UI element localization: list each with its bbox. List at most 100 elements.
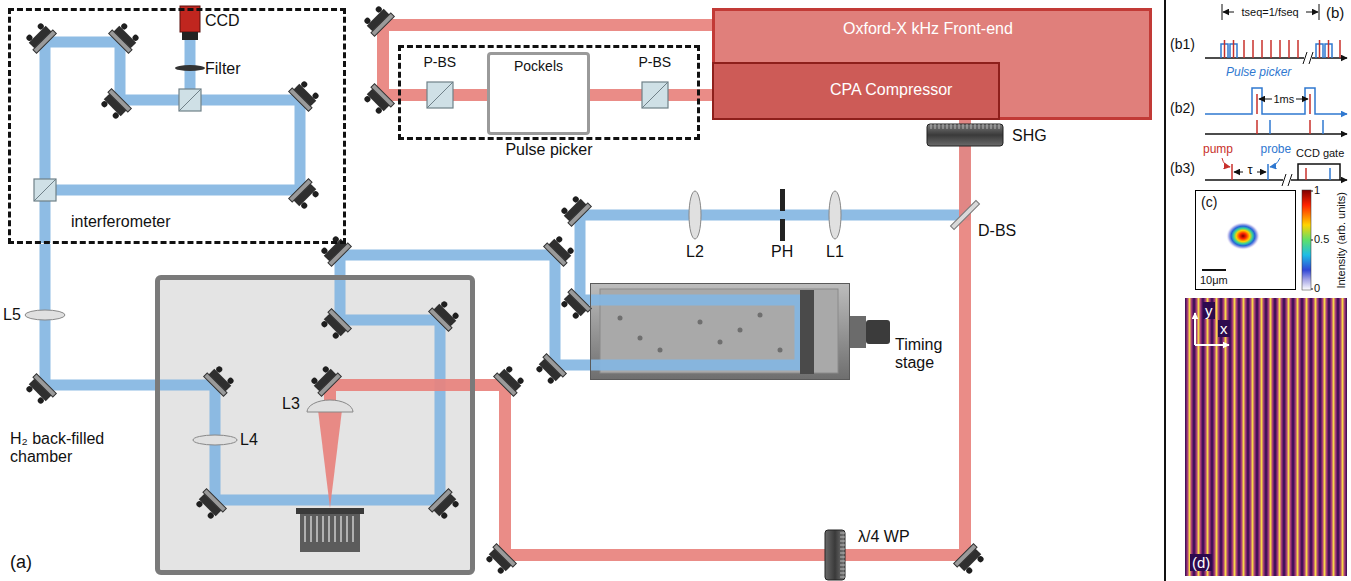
mirror-mount [544, 233, 577, 266]
mirror-mount [429, 489, 462, 522]
mirror-mount [23, 20, 56, 53]
bracket-bar [1319, 4, 1320, 20]
beamsplitter-label: D-BS [978, 222, 1016, 240]
mount-tick [840, 545, 845, 546]
mirror-knob [37, 396, 45, 404]
mirror-mount [23, 374, 56, 407]
mirror-mount [193, 489, 226, 522]
interval-arrow [1296, 99, 1308, 100]
mirror-knob [112, 111, 120, 119]
mirror-mount [954, 544, 987, 577]
pinhole [780, 189, 785, 211]
ccd-gate [1298, 164, 1340, 180]
node-label: interferometer [71, 213, 171, 231]
node-label: (d) [1190, 554, 1212, 571]
mirror-knob [516, 377, 524, 385]
mirror-knob [37, 22, 45, 30]
pinhole-label: PH [771, 243, 793, 261]
mount-tick [840, 537, 845, 538]
beamsplitter-cube [642, 82, 668, 108]
nozzle-tooth [334, 516, 336, 542]
laser-beam [475, 120, 965, 555]
stage-hole [758, 313, 763, 318]
nozzle-tooth [340, 516, 342, 542]
shg-crystal-mount [927, 124, 1003, 146]
interval-arrow [1259, 99, 1272, 100]
beamsplitter-diagonal [34, 179, 56, 201]
mirror-knob [100, 100, 108, 108]
delay-arrow [1234, 172, 1243, 173]
node-label: (c) [1201, 194, 1217, 210]
mirror-surface [543, 354, 566, 377]
pump-pulse [1309, 120, 1311, 134]
mirror-mount [558, 289, 591, 322]
beamsplitter-label: P-BS [639, 54, 672, 70]
mirror-knob [25, 34, 33, 42]
lens-label: L3 [282, 395, 300, 413]
probe-beam [590, 300, 800, 365]
mirror-knob [131, 34, 139, 42]
mount-tick [967, 124, 968, 129]
nozzle-tooth [322, 516, 324, 542]
beamsplitter-cube [179, 89, 201, 111]
mirror-mount [361, 3, 394, 36]
mirror-knob [300, 201, 308, 209]
mirror-mount [109, 20, 142, 53]
axis-arrow [1194, 313, 1196, 345]
probe-pulse [1267, 164, 1269, 180]
colorbar-tick-mark [1311, 289, 1313, 290]
delay-label: τ [1248, 163, 1253, 178]
mirror-knob [440, 511, 448, 519]
scale-bar [1202, 269, 1226, 271]
mirror-knob [497, 566, 505, 574]
node-label: H₂ back-filled chamber [10, 430, 150, 467]
mount-tick [840, 561, 845, 562]
node-label: Oxford-X kHz Front-end [843, 20, 1013, 38]
mirror-knob [310, 377, 318, 385]
mirror-knob [215, 365, 223, 373]
colorbar-tick: 1 [1314, 184, 1320, 197]
mirror-mount [318, 233, 351, 266]
mirror-knob [120, 22, 128, 30]
mirror-knob [485, 555, 493, 563]
stage-knob [866, 320, 890, 344]
time-axis [1340, 113, 1347, 115]
lens [307, 400, 353, 412]
mount-tick [983, 124, 984, 129]
beamsplitter-label: P-BS [424, 54, 457, 70]
pointer-arrow [1270, 158, 1280, 167]
pointer-arrow [1222, 158, 1230, 167]
mount-tick [995, 124, 996, 129]
laser-pulse [1252, 40, 1254, 58]
lens [193, 435, 237, 445]
laser-pulse [1309, 94, 1311, 114]
mount-tick [991, 124, 992, 129]
axis-break [1303, 52, 1307, 64]
mirror-surface [371, 13, 394, 36]
mirror-knob [363, 95, 371, 103]
mirror-surface [289, 88, 312, 111]
stage-hole [778, 348, 783, 353]
mirror-mount [289, 179, 322, 212]
nozzle-tooth [346, 516, 348, 542]
pockels-cell: Pockels [487, 52, 590, 135]
stage-hole [718, 340, 723, 345]
mount-tick [840, 549, 845, 550]
panel-letter: (b1) [1170, 36, 1195, 52]
axis-break [1309, 52, 1313, 64]
mirror-mount [494, 363, 527, 396]
laser-beam [580, 120, 965, 300]
mirror-knob [451, 312, 459, 320]
mirror-knob [226, 377, 234, 385]
mount-tick [840, 577, 845, 578]
probe-pulse [1322, 120, 1324, 134]
mirror-knob [320, 247, 328, 255]
nozzle-tooth [316, 516, 318, 542]
mirror-surface [328, 243, 351, 266]
nozzle-tooth [310, 516, 312, 542]
retro-reflector [800, 290, 814, 374]
beamsplitter-diagonal [642, 82, 668, 108]
mirror-knob [363, 17, 371, 25]
